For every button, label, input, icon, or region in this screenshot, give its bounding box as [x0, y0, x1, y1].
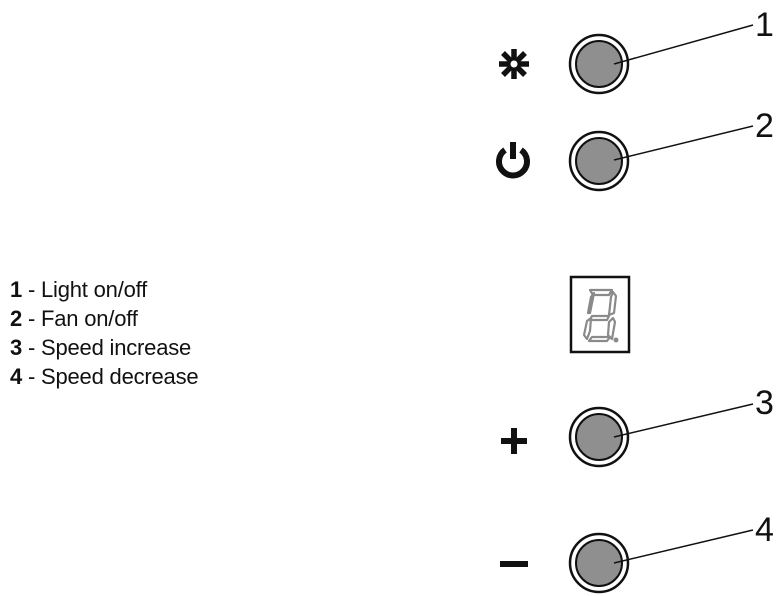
callout-number-3: 3: [755, 384, 774, 422]
legend-text: Speed decrease: [41, 364, 199, 389]
legend-separator: -: [22, 335, 41, 360]
callout-line-3: [613, 403, 754, 438]
legend-number: 3: [10, 335, 23, 360]
legend-number: 4: [10, 364, 23, 389]
legend-text: Light on/off: [41, 277, 148, 302]
legend-text: Speed increase: [41, 335, 192, 360]
callout-number-4: 4: [755, 511, 774, 549]
legend-item-speed-decrease: 4 - Speed decrease: [10, 362, 310, 391]
callout-line-1: [613, 24, 754, 65]
legend-item-light: 1 - Light on/off: [10, 275, 310, 304]
fan-button[interactable]: [568, 130, 630, 192]
speed-increase-button[interactable]: [568, 406, 630, 468]
legend-separator: -: [22, 364, 41, 389]
plus-icon: [501, 428, 527, 454]
seven-segment-display: [569, 275, 631, 354]
callout-number-2: 2: [755, 107, 774, 145]
light-icon: [499, 49, 529, 79]
legend: 1 - Light on/off 2 - Fan on/off 3 - Spee…: [10, 275, 310, 391]
legend-separator: -: [22, 277, 41, 302]
legend-item-speed-increase: 3 - Speed increase: [10, 333, 310, 362]
callout-line-4: [613, 529, 754, 564]
light-button[interactable]: [568, 33, 630, 95]
speed-decrease-button[interactable]: [568, 532, 630, 594]
legend-number: 1: [10, 277, 23, 302]
legend-item-fan: 2 - Fan on/off: [10, 304, 310, 333]
legend-text: Fan on/off: [41, 306, 138, 331]
callout-line-2: [613, 125, 754, 161]
callout-number-1: 1: [755, 6, 774, 44]
legend-number: 2: [10, 306, 23, 331]
power-icon: [496, 142, 530, 179]
legend-separator: -: [22, 306, 41, 331]
